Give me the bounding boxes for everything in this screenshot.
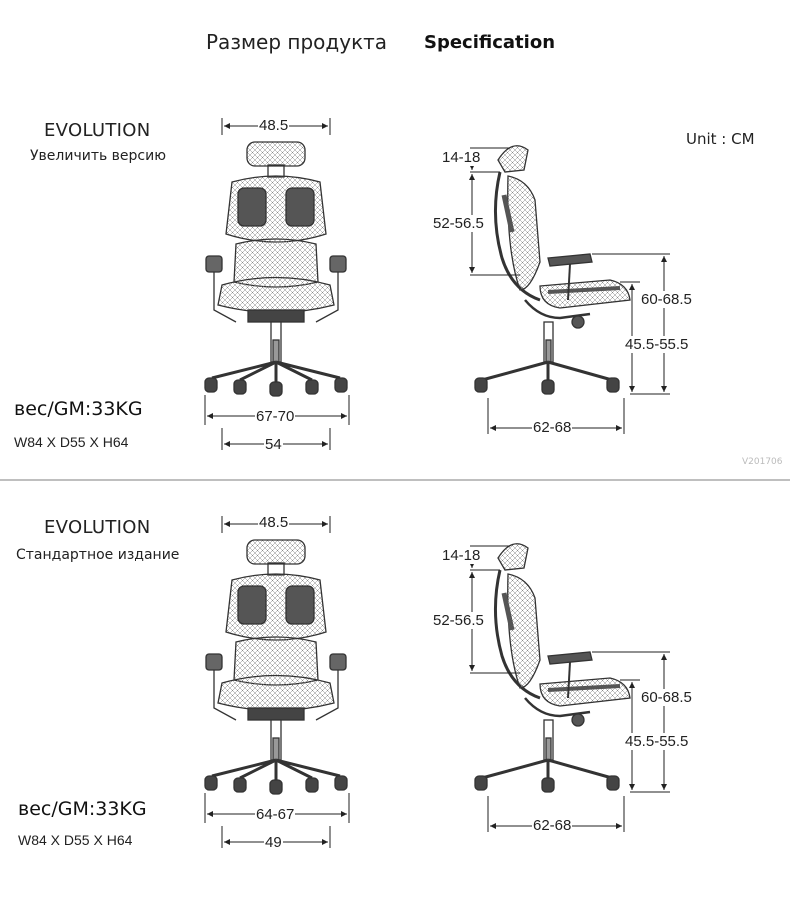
side-headrest-label: 14-18 bbox=[441, 547, 482, 564]
weight-label: вес/GM:33KG bbox=[14, 398, 143, 420]
front-base-width-label: 54 bbox=[264, 436, 283, 453]
side-seat-height-label: 45.5-55.5 bbox=[624, 733, 690, 750]
overall-dimensions: W84 X D55 X H64 bbox=[14, 434, 129, 450]
overall-dimensions: W84 X D55 X H64 bbox=[18, 832, 133, 848]
side-seat-height-label: 45.5-55.5 bbox=[624, 336, 690, 353]
front-arm-width-label: 64-67 bbox=[255, 806, 296, 823]
side-backrest-label: 52-56.5 bbox=[432, 612, 485, 629]
side-arm-height-label: 60-68.5 bbox=[640, 291, 693, 308]
side-arm-height-label: 60-68.5 bbox=[640, 689, 693, 706]
front-top-width-label: 48.5 bbox=[258, 514, 290, 531]
front-view-drawing-1 bbox=[203, 118, 349, 450]
side-view-drawing-1 bbox=[470, 146, 670, 434]
edition-name: Стандартное издание bbox=[16, 547, 180, 563]
front-top-width-label: 48.5 bbox=[258, 117, 290, 134]
front-arm-width-label: 67-70 bbox=[255, 408, 296, 425]
page-title-en: Specification bbox=[424, 32, 556, 53]
model-name: EVOLUTION bbox=[44, 517, 151, 538]
model-name: EVOLUTION bbox=[44, 120, 151, 141]
front-base-width-label: 49 bbox=[264, 834, 283, 851]
weight-label: вес/GM:33KG bbox=[18, 798, 147, 820]
side-view-drawing-2 bbox=[470, 544, 670, 832]
side-backrest-label: 52-56.5 bbox=[432, 215, 485, 232]
unit-label: Unit : CM bbox=[686, 130, 755, 148]
side-depth-label: 62-68 bbox=[532, 419, 573, 436]
edition-name: Увеличить версию bbox=[30, 148, 167, 164]
version-tag: V201706 bbox=[742, 457, 783, 467]
side-headrest-label: 14-18 bbox=[441, 149, 482, 166]
front-view-drawing-2 bbox=[203, 516, 349, 848]
page-title-ru: Размер продукта bbox=[206, 30, 388, 54]
section-divider bbox=[0, 479, 790, 481]
side-depth-label: 62-68 bbox=[532, 817, 573, 834]
